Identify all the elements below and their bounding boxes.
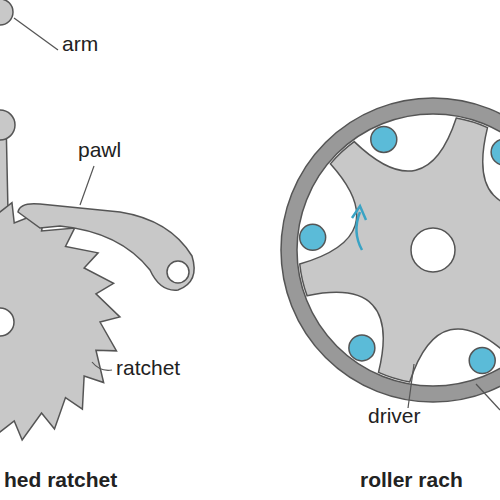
driver-body [300,118,500,382]
roller [349,335,375,361]
part-label: arm [62,32,98,56]
roller [371,126,397,152]
rollers [300,126,500,373]
ratchet-wheel [0,203,120,442]
caption-label: hed ratchet [4,468,117,492]
wheel-hub [0,308,14,336]
roller-ratchet [281,98,500,410]
arm-drawing [0,0,58,212]
roller [300,224,326,250]
part-label: pawl [78,138,121,162]
caption-label: roller rach [360,468,463,492]
roller [469,348,495,374]
ratchet-teeth [0,203,120,442]
part-label: driver [368,404,421,428]
roller [491,139,500,165]
part-label: ratchet [116,356,180,380]
pawl-drawing [18,166,194,370]
